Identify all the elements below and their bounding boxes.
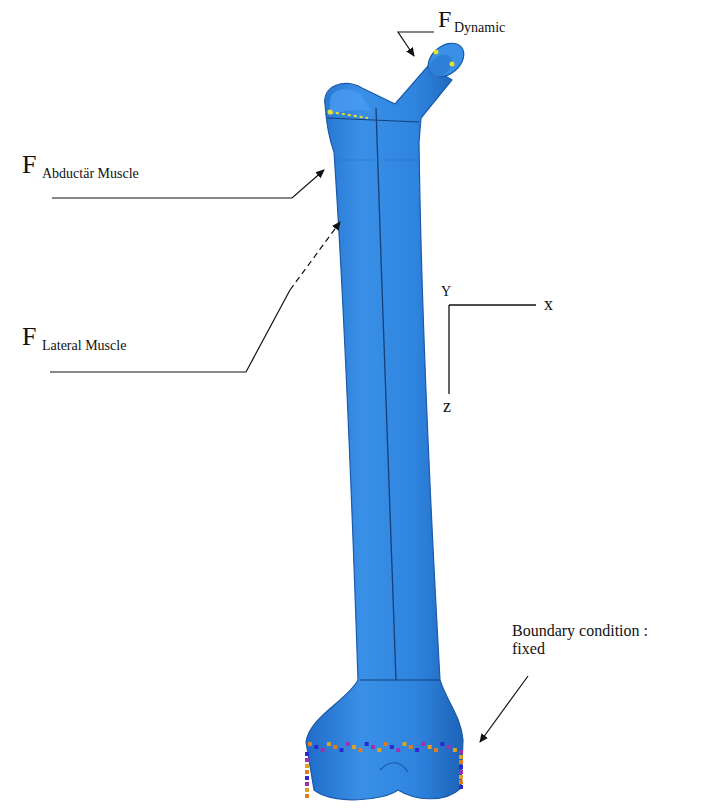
- boundary-note: Boundary condition : fixed: [512, 622, 684, 659]
- force-subscript: Lateral Muscle: [42, 338, 126, 354]
- axis-label: x: [544, 294, 553, 315]
- force-symbol: F: [22, 322, 36, 352]
- axis-label: Y: [441, 284, 451, 300]
- force-subscript: Abductär Muscle: [42, 166, 139, 182]
- axis-label: z: [443, 396, 451, 417]
- force-subscript: Dynamic: [454, 20, 505, 36]
- force-symbol: F: [438, 6, 451, 34]
- force-symbol: F: [22, 150, 36, 180]
